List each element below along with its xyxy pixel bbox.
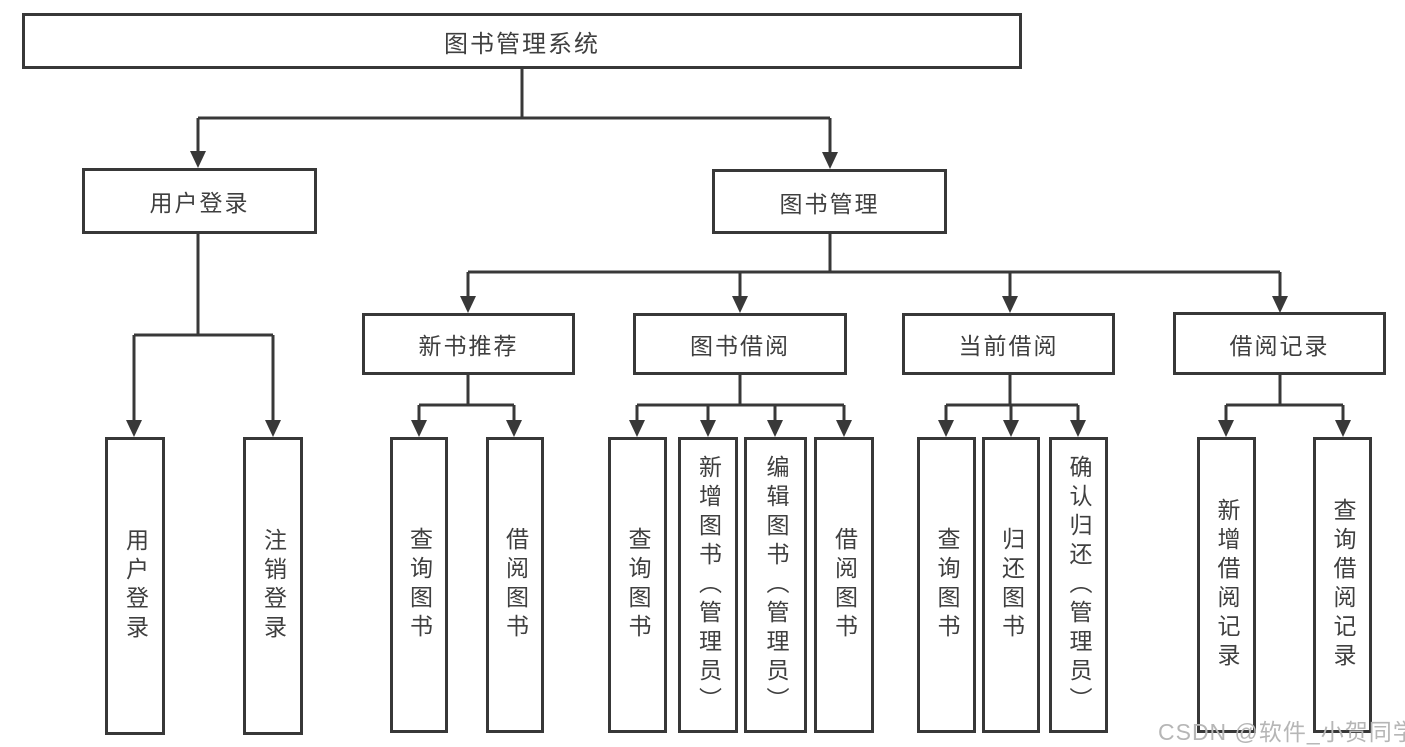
arrowhead-icon bbox=[460, 296, 476, 313]
leaf-query-books-1-label: 查询图书 bbox=[406, 527, 433, 643]
leaf-return-books-label: 归还图书 bbox=[998, 527, 1025, 643]
csdn-watermark: CSDN @软件_小贺同学 bbox=[1158, 719, 1405, 745]
arrowhead-icon bbox=[1070, 420, 1086, 437]
leaf-add-borrow-record: 新增借阅记录 bbox=[1197, 437, 1256, 733]
node-section-new-book-recommend-label: 新书推荐 bbox=[418, 333, 519, 359]
leaf-borrow-books-1: 借阅图书 bbox=[486, 437, 544, 733]
leaf-add-books-admin-label: 新增图书（管理员） bbox=[695, 454, 722, 716]
arrowhead-icon bbox=[700, 420, 716, 437]
leaf-query-borrow-record: 查询借阅记录 bbox=[1313, 437, 1372, 733]
arrowhead-icon bbox=[1335, 420, 1351, 437]
leaf-query-books-3: 查询图书 bbox=[917, 437, 976, 733]
leaf-query-books-3-label: 查询图书 bbox=[934, 527, 960, 643]
arrowhead-icon bbox=[1218, 420, 1234, 437]
node-branch-user-login: 用户登录 bbox=[82, 168, 317, 234]
node-branch-book-management-label: 图书管理 bbox=[779, 190, 880, 217]
leaf-query-books-2-label: 查询图书 bbox=[625, 527, 651, 643]
arrowhead-icon bbox=[1002, 296, 1018, 313]
leaf-confirm-return-admin-label: 确认归还（管理员） bbox=[1066, 454, 1092, 716]
leaf-user-login: 用户登录 bbox=[105, 437, 165, 735]
node-section-new-book-recommend: 新书推荐 bbox=[362, 313, 575, 375]
leaf-borrow-books-1-label: 借阅图书 bbox=[502, 527, 529, 643]
node-section-borrow-records-label: 借阅记录 bbox=[1229, 332, 1330, 359]
node-root: 图书管理系统 bbox=[22, 13, 1022, 69]
leaf-logout: 注销登录 bbox=[243, 437, 303, 735]
node-section-book-borrow: 图书借阅 bbox=[633, 313, 847, 375]
node-section-current-borrow: 当前借阅 bbox=[902, 313, 1115, 375]
node-section-current-borrow-label: 当前借阅 bbox=[958, 333, 1059, 359]
arrowhead-icon bbox=[190, 151, 206, 168]
leaf-query-books-1: 查询图书 bbox=[390, 437, 448, 733]
node-section-book-borrow-label: 图书借阅 bbox=[690, 333, 790, 359]
arrowhead-icon bbox=[506, 420, 522, 437]
leaf-edit-books-admin-label: 编辑图书（管理员） bbox=[763, 454, 789, 716]
leaf-user-login-label: 用户登录 bbox=[122, 528, 149, 644]
arrowhead-icon bbox=[126, 420, 142, 437]
arrowhead-icon bbox=[836, 420, 852, 437]
arrowhead-icon bbox=[1272, 296, 1288, 313]
leaf-add-books-admin: 新增图书（管理员） bbox=[678, 437, 738, 733]
leaf-edit-books-admin: 编辑图书（管理员） bbox=[744, 437, 807, 733]
arrowhead-icon bbox=[1003, 420, 1019, 437]
arrowhead-icon bbox=[265, 420, 281, 437]
leaf-add-borrow-record-label: 新增借阅记录 bbox=[1214, 498, 1240, 672]
node-branch-book-management: 图书管理 bbox=[712, 169, 947, 234]
leaf-confirm-return-admin: 确认归还（管理员） bbox=[1049, 437, 1108, 733]
leaf-borrow-books-2: 借阅图书 bbox=[814, 437, 874, 733]
leaf-return-books: 归还图书 bbox=[982, 437, 1040, 733]
node-section-borrow-records: 借阅记录 bbox=[1173, 312, 1386, 375]
arrowhead-icon bbox=[411, 420, 427, 437]
leaf-borrow-books-2-label: 借阅图书 bbox=[831, 527, 858, 643]
arrowhead-icon bbox=[629, 420, 645, 437]
leaf-logout-label: 注销登录 bbox=[260, 528, 287, 644]
arrowhead-icon bbox=[822, 152, 838, 169]
arrowhead-icon bbox=[732, 296, 748, 313]
leaf-query-books-2: 查询图书 bbox=[608, 437, 667, 733]
arrowhead-icon bbox=[767, 420, 783, 437]
node-branch-user-login-label: 用户登录 bbox=[149, 190, 250, 216]
arrowhead-icon bbox=[938, 420, 954, 437]
node-root-label: 图书管理系统 bbox=[444, 30, 600, 58]
leaf-query-borrow-record-label: 查询借阅记录 bbox=[1330, 498, 1356, 672]
